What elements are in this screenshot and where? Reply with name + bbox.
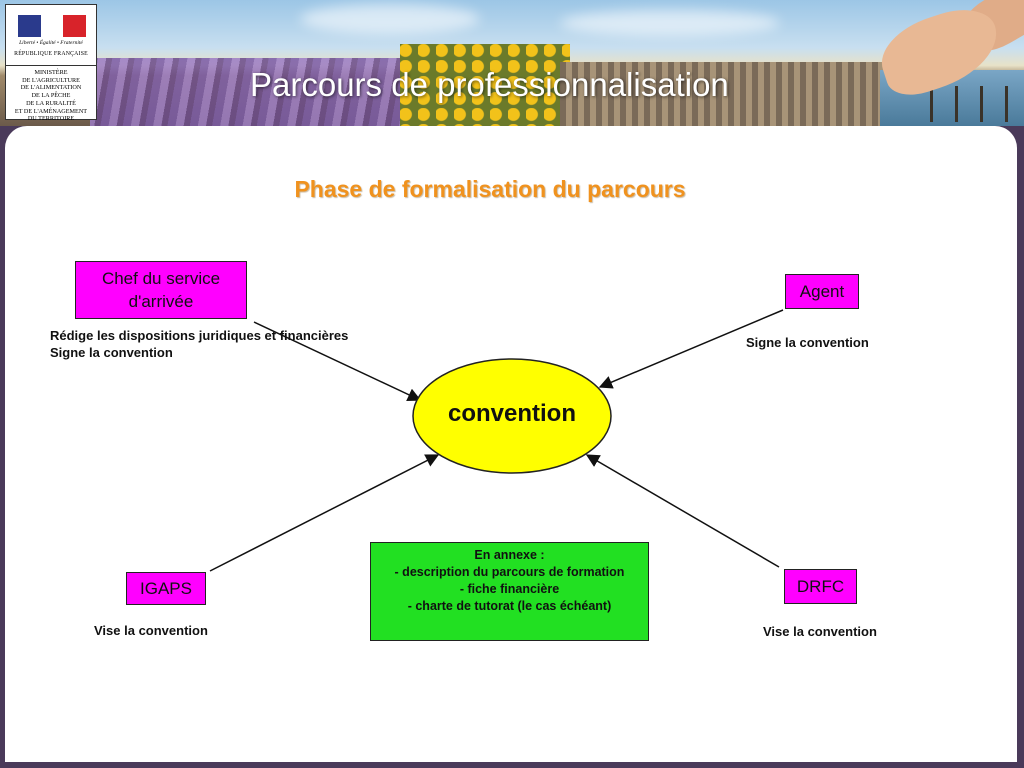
node-label-line: d'arrivée bbox=[128, 292, 194, 311]
ministry-name: MINISTÈRE DE L'AGRICULTURE DE L'ALIMENTA… bbox=[6, 66, 96, 123]
chef-notes: Rédige les dispositions juridiques et fi… bbox=[50, 327, 348, 361]
page-title: Parcours de professionnalisation bbox=[250, 66, 729, 103]
convention-label: convention bbox=[447, 400, 576, 427]
pier-post bbox=[980, 86, 983, 122]
annex-box: En annexe : - description du parcours de… bbox=[370, 542, 649, 641]
cloud bbox=[300, 4, 480, 34]
ministry-line: DE LA PÊCHE bbox=[31, 92, 71, 100]
ministry-line: ET DE L'AMÉNAGEMENT bbox=[14, 107, 88, 115]
header-banner: Parcours de professionnalisation bbox=[0, 0, 1024, 126]
agent-notes: Signe la convention bbox=[746, 334, 869, 351]
annex-line: - fiche financière bbox=[459, 582, 560, 596]
note-line: Signe la convention bbox=[50, 345, 173, 360]
plowed-field-image bbox=[560, 62, 900, 126]
node-igaps: IGAPS bbox=[126, 572, 206, 605]
arrow-igaps-to-convention bbox=[209, 454, 440, 572]
arrow-chef-to-convention bbox=[253, 321, 422, 401]
note-line: Rédige les dispositions juridiques et fi… bbox=[50, 328, 349, 343]
arrow-agent-to-convention bbox=[598, 309, 784, 389]
node-agent: Agent bbox=[785, 274, 859, 309]
annex-line: - charte de tutorat (le cas échéant) bbox=[407, 599, 612, 613]
ministry-line: MINISTÈRE bbox=[34, 69, 68, 76]
sunflower-field-image bbox=[400, 44, 570, 126]
convention-oval bbox=[412, 358, 612, 474]
diagram-heading: Phase de formalisation du parcours bbox=[294, 176, 686, 202]
french-flag-icon bbox=[18, 15, 87, 37]
pier-post bbox=[955, 86, 958, 122]
note-line: Vise la convention bbox=[94, 623, 208, 638]
ministry-line: DE L'AGRICULTURE bbox=[22, 76, 80, 84]
ministry-line: DE LA RURALITÉ bbox=[26, 99, 76, 107]
lavender-field-image bbox=[90, 58, 420, 126]
pier-post bbox=[1005, 86, 1008, 122]
cloud bbox=[560, 10, 780, 36]
drfc-notes: Vise la convention bbox=[763, 623, 877, 640]
annex-line: En annexe : bbox=[474, 548, 545, 562]
marianne-logo: Liberté • Égalité • Fraternité RÉPUBLIQU… bbox=[6, 5, 96, 66]
igaps-notes: Vise la convention bbox=[94, 622, 208, 639]
node-drfc: DRFC bbox=[784, 569, 857, 604]
arrow-drfc-to-convention bbox=[585, 454, 780, 568]
ministry-line: DU TERRITOIRE bbox=[27, 115, 75, 123]
note-line: Signe la convention bbox=[746, 335, 869, 350]
node-chef-du-service: Chef du service d'arrivée bbox=[75, 261, 247, 319]
logo-country: RÉPUBLIQUE FRANÇAISE bbox=[14, 51, 88, 57]
note-line: Vise la convention bbox=[763, 624, 877, 639]
ministry-logo: Liberté • Égalité • Fraternité RÉPUBLIQU… bbox=[5, 4, 97, 123]
pier-post bbox=[930, 86, 933, 122]
ministry-line: DE L'ALIMENTATION bbox=[20, 84, 82, 92]
annex-line: - description du parcours de formation bbox=[394, 565, 625, 579]
node-label-line: Chef du service bbox=[101, 269, 221, 288]
logo-motto: Liberté • Égalité • Fraternité bbox=[19, 40, 83, 46]
